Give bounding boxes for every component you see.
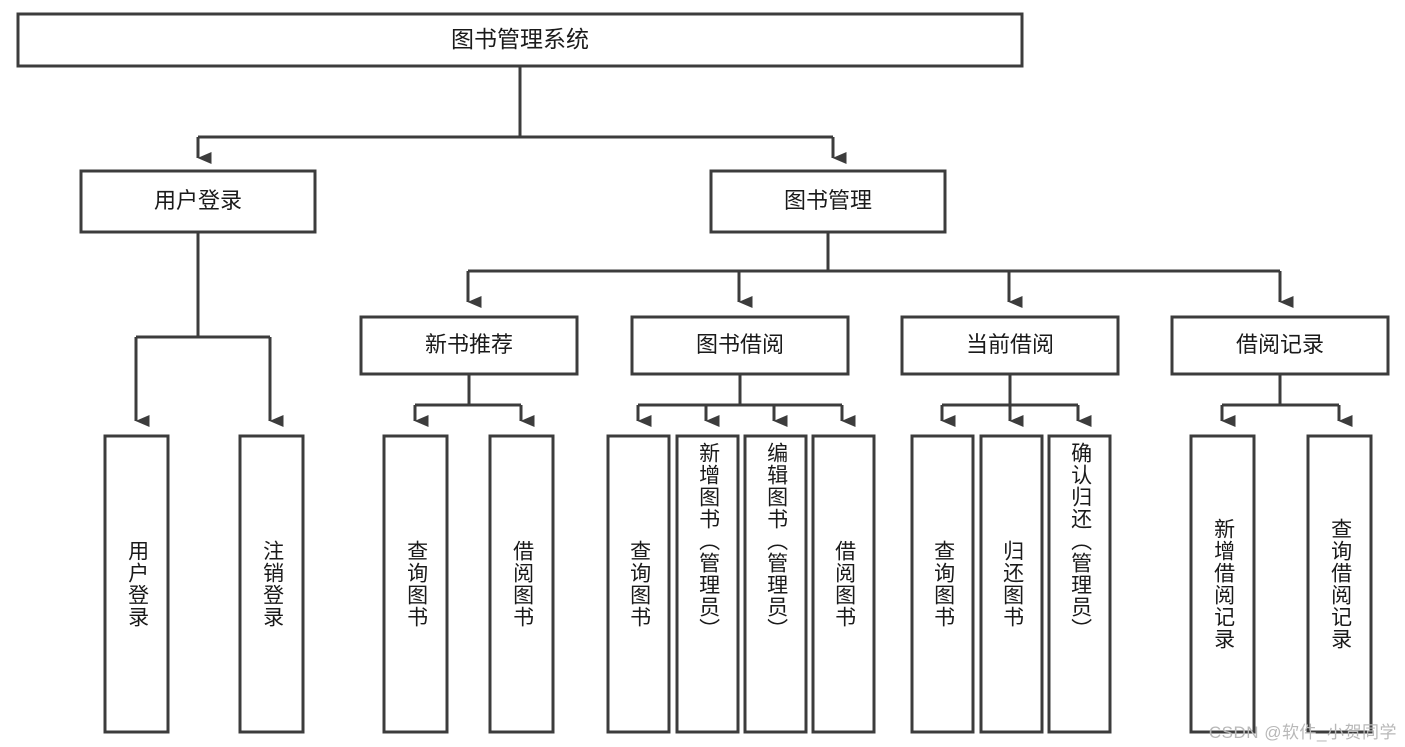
node-leaf-query-book-3-box[interactable] [910,434,975,734]
connector-root-to-level2 [196,66,847,164]
node-book-manage-box[interactable] [709,169,947,234]
node-borrow-record[interactable]: 借阅记录 [1170,315,1390,376]
connector-borrow-record-to-leaves [1220,374,1353,427]
connector-current-borrow-to-leaves [940,374,1092,427]
node-book-manage[interactable]: 图书管理 [709,169,947,234]
node-book-borrow[interactable]: 图书借阅 [630,315,850,376]
connector-book-manage-to-level3 [466,232,1294,308]
node-root[interactable]: 图书管理系统 [16,12,1024,68]
node-leaf-edit-book-box[interactable] [743,434,808,734]
node-leaf-query-book-2-box[interactable] [606,434,671,734]
node-leaf-add-record-box[interactable] [1189,434,1256,734]
node-current-borrow-box[interactable] [900,315,1120,376]
connector-user-login-to-leaves [134,232,284,427]
node-borrow-record-label: 借阅记录 [1236,332,1324,357]
node-leaf-confirm-return-box[interactable] [1047,434,1112,734]
node-borrow-record-box[interactable] [1170,315,1390,376]
csdn-watermark: CSDN @软件_小贺同学 [1208,723,1397,742]
node-user-login[interactable]: 用户登录 [79,169,317,234]
node-new-book-rec-box[interactable] [359,315,579,376]
node-book-borrow-box[interactable] [630,315,850,376]
node-leaf-add-book-box[interactable] [675,434,740,734]
node-leaf-borrow-book-2-box[interactable] [811,434,876,734]
node-leaf-user-login-box[interactable] [103,434,170,734]
node-leaf-borrow-book-1-box[interactable] [488,434,555,734]
node-leaf-query-record-box[interactable] [1306,434,1373,734]
node-current-borrow-label: 当前借阅 [966,332,1054,357]
node-leaf-query-book-1-box[interactable] [382,434,449,734]
node-root-label: 图书管理系统 [451,26,589,52]
node-leaf-return-book-box[interactable] [979,434,1044,734]
node-book-manage-label: 图书管理 [784,188,872,213]
connector-book-borrow-to-leaves [636,374,856,427]
node-root-box[interactable] [16,12,1024,68]
node-leaf-logout-box[interactable] [238,434,305,734]
node-new-book-rec[interactable]: 新书推荐 [359,315,579,376]
node-book-borrow-label: 图书借阅 [696,332,784,357]
node-user-login-label: 用户登录 [154,188,242,213]
node-current-borrow[interactable]: 当前借阅 [900,315,1120,376]
connector-new-book-rec-to-leaves [413,374,535,427]
node-new-book-rec-label: 新书推荐 [425,332,513,357]
